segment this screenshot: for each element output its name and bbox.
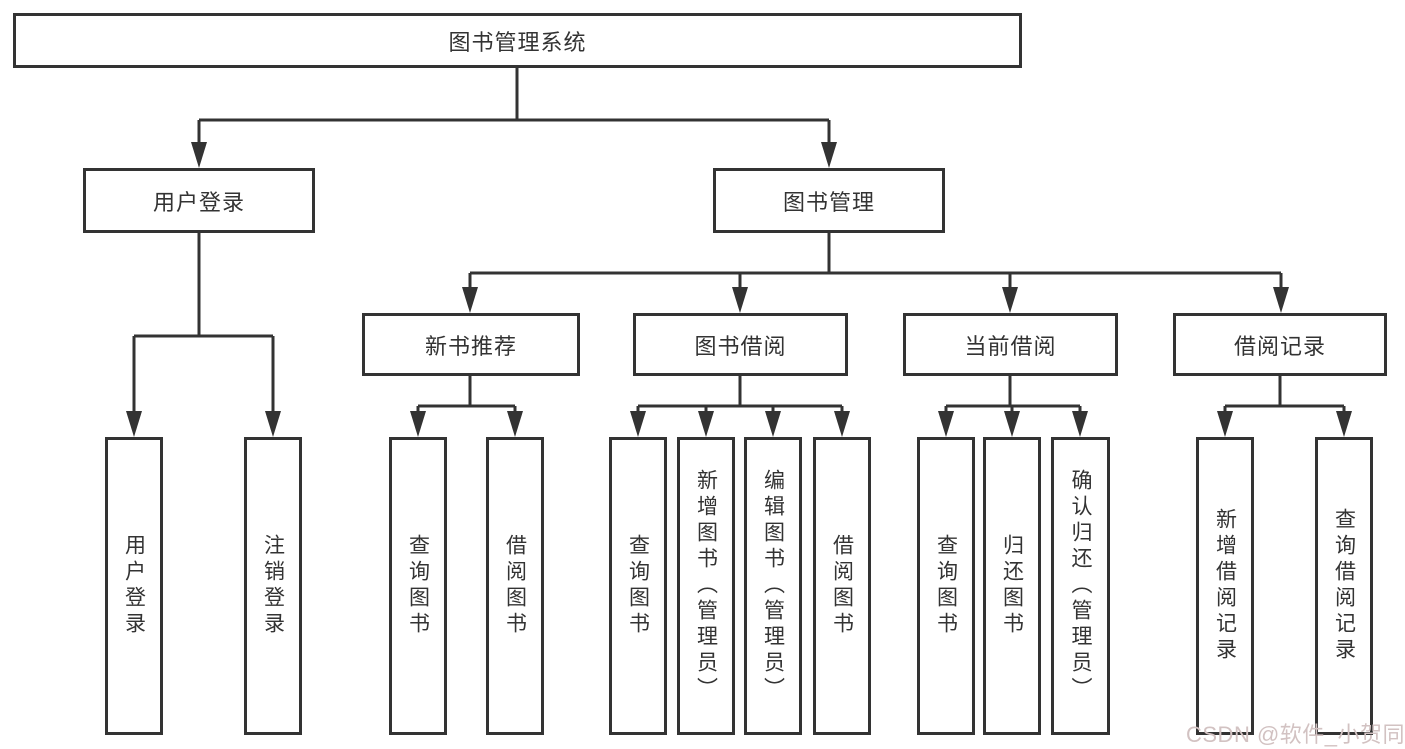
leaf-borrow-add-books-admin: 新增图书（管理员） <box>677 437 735 735</box>
node-current-borrow: 当前借阅 <box>903 313 1118 376</box>
connector-book-mgmt-sections <box>462 233 1289 313</box>
leaf-records-query-record: 查询借阅记录 <box>1315 437 1373 735</box>
node-root-system: 图书管理系统 <box>13 13 1022 68</box>
node-new-book-recommend: 新书推荐 <box>362 313 580 376</box>
node-book-borrow: 图书借阅 <box>633 313 848 376</box>
leaf-current-confirm-return-admin: 确认归还（管理员） <box>1051 437 1110 735</box>
csdn-watermark: CSDN @软件_小贺同学 <box>1186 722 1405 747</box>
connector-borrow-records-children <box>1217 376 1352 437</box>
node-book-mgmt: 图书管理 <box>713 168 945 233</box>
connector-book-borrow-children <box>630 376 850 437</box>
connector-root-to-level2 <box>191 68 837 168</box>
leaf-user-login: 用户登录 <box>105 437 163 735</box>
leaf-borrow-query-books: 查询图书 <box>609 437 667 735</box>
connector-current-borrow-children <box>938 376 1088 437</box>
node-user-login: 用户登录 <box>83 168 315 233</box>
connector-user-login-children <box>126 233 281 437</box>
leaf-logout: 注销登录 <box>244 437 302 735</box>
leaf-records-add-record: 新增借阅记录 <box>1196 437 1254 735</box>
leaf-newbook-borrow-books: 借阅图书 <box>486 437 544 735</box>
leaf-current-query-books: 查询图书 <box>917 437 975 735</box>
leaf-borrow-borrow-books: 借阅图书 <box>813 437 871 735</box>
leaf-current-return-books: 归还图书 <box>983 437 1041 735</box>
connector-new-book-children <box>410 376 523 437</box>
leaf-borrow-edit-books-admin: 编辑图书（管理员） <box>744 437 802 735</box>
leaf-newbook-query-books: 查询图书 <box>389 437 447 735</box>
node-borrow-records: 借阅记录 <box>1173 313 1387 376</box>
